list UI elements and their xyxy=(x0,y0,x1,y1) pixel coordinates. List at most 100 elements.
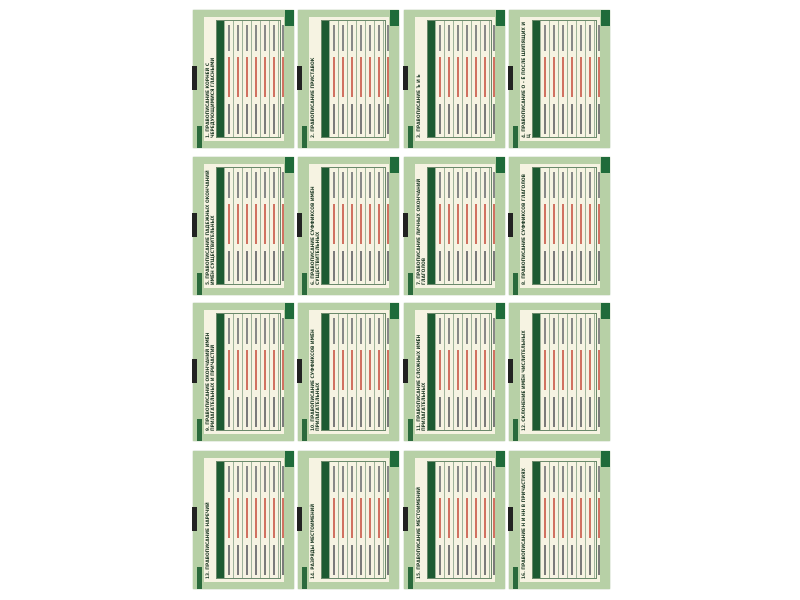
poster-card: 4. ПРАВОПИСАНИЕ О – Ё ПОСЛЕ ШИПЯЩИХ И Ц xyxy=(508,10,610,148)
table-row xyxy=(224,168,233,284)
poster-card: 7. ПРАВОПИСАНИЕ ЛИЧНЫХ ОКОНЧАНИЙ ГЛАГОЛО… xyxy=(403,157,505,295)
corner-tab xyxy=(496,451,505,467)
table-row xyxy=(453,21,462,137)
footer-label xyxy=(408,419,413,441)
table-row xyxy=(480,21,489,137)
table-row xyxy=(585,21,594,137)
edge-bar xyxy=(192,359,197,383)
table-row xyxy=(444,21,453,137)
table-row xyxy=(269,168,278,284)
poster-panel: 14. РАЗРЯДЫ МЕСТОИМЕНИЙ xyxy=(309,458,389,582)
poster-panel: 9. ПРАВОПИСАНИЕ ОКОНЧАНИЙ ИМЁН ПРИЛАГАТЕ… xyxy=(204,310,284,434)
table-row xyxy=(233,462,242,578)
poster-panel: 16. ПРАВОПИСАНИЕ Н И НН В ПРИЧАСТИЯХ xyxy=(520,458,600,582)
footer-label xyxy=(513,126,518,148)
poster-card: 6. ПРАВОПИСАНИЕ СУФФИКСОВ ИМЁН СУЩЕСТВИТ… xyxy=(297,157,399,295)
table-row xyxy=(489,21,495,137)
corner-tab xyxy=(390,303,399,319)
poster-card: 2. ПРАВОПИСАНИЕ ПРИСТАВОК xyxy=(297,10,399,148)
table-header xyxy=(217,462,224,578)
table-row xyxy=(251,314,260,430)
poster-panel: 15. ПРАВОПИСАНИЕ МЕСТОИМЕНИЙ xyxy=(415,458,495,582)
table-row xyxy=(242,168,251,284)
table-row xyxy=(594,314,600,430)
rule-table xyxy=(321,313,389,431)
footer-label xyxy=(408,273,413,295)
rule-table xyxy=(427,313,495,431)
edge-bar xyxy=(508,66,513,90)
edge-bar xyxy=(192,213,197,237)
edge-bar xyxy=(403,359,408,383)
table-row xyxy=(471,168,480,284)
rule-table xyxy=(532,167,600,285)
footer-label xyxy=(197,126,202,148)
corner-tab xyxy=(601,10,610,26)
table-row xyxy=(594,462,600,578)
table-row xyxy=(338,462,347,578)
table-row xyxy=(260,168,269,284)
table-row xyxy=(576,314,585,430)
table-row xyxy=(489,168,495,284)
table-header xyxy=(217,21,224,137)
corner-tab xyxy=(601,303,610,319)
corner-tab xyxy=(285,157,294,173)
table-row xyxy=(278,168,284,284)
table-row xyxy=(365,21,374,137)
poster-card: 5. ПРАВОПИСАНИЕ ПАДЕЖНЫХ ОКОНЧАНИЙ ИМЁН … xyxy=(192,157,294,295)
poster-card: 11. ПРАВОПИСАНИЕ СЛОЖНЫХ ИМЁН ПРИЛАГАТЕЛ… xyxy=(403,303,505,441)
table-header xyxy=(428,168,435,284)
table-row xyxy=(480,462,489,578)
table-row xyxy=(233,21,242,137)
rule-table xyxy=(532,461,600,579)
table-row xyxy=(242,21,251,137)
poster-panel: 2. ПРАВОПИСАНИЕ ПРИСТАВОК xyxy=(309,17,389,141)
footer-label xyxy=(408,126,413,148)
edge-bar xyxy=(297,507,302,531)
table-row xyxy=(558,462,567,578)
table-row xyxy=(540,314,549,430)
table-row xyxy=(549,462,558,578)
table-row xyxy=(585,462,594,578)
table-row xyxy=(338,314,347,430)
table-header xyxy=(428,21,435,137)
table-header xyxy=(217,168,224,284)
table-row xyxy=(338,168,347,284)
table-header xyxy=(428,462,435,578)
footer-label xyxy=(302,419,307,441)
poster-card: 13. ПРАВОПИСАНИЕ НАРЕЧИЙ xyxy=(192,451,294,589)
table-row xyxy=(365,314,374,430)
corner-tab xyxy=(601,451,610,467)
table-row xyxy=(549,168,558,284)
rule-table xyxy=(216,167,284,285)
footer-label xyxy=(197,567,202,589)
poster-card: 8. ПРАВОПИСАНИЕ СУФФИКСОВ ГЛАГОЛОВ xyxy=(508,157,610,295)
poster-panel: 7. ПРАВОПИСАНИЕ ЛИЧНЫХ ОКОНЧАНИЙ ГЛАГОЛО… xyxy=(415,164,495,288)
table-row xyxy=(329,314,338,430)
poster-card: 9. ПРАВОПИСАНИЕ ОКОНЧАНИЙ ИМЁН ПРИЛАГАТЕ… xyxy=(192,303,294,441)
table-row xyxy=(558,314,567,430)
rule-table xyxy=(321,461,389,579)
corner-tab xyxy=(285,10,294,26)
table-row xyxy=(260,462,269,578)
poster-panel: 8. ПРАВОПИСАНИЕ СУФФИКСОВ ГЛАГОЛОВ xyxy=(520,164,600,288)
edge-bar xyxy=(403,66,408,90)
table-row xyxy=(594,168,600,284)
table-row xyxy=(356,462,365,578)
table-row xyxy=(462,21,471,137)
table-row xyxy=(435,314,444,430)
table-row xyxy=(383,314,389,430)
table-row xyxy=(594,21,600,137)
table-row xyxy=(383,462,389,578)
table-row xyxy=(489,462,495,578)
table-header xyxy=(533,21,540,137)
table-row xyxy=(224,21,233,137)
table-row xyxy=(383,168,389,284)
rule-table xyxy=(216,20,284,138)
table-row xyxy=(260,21,269,137)
table-row xyxy=(224,314,233,430)
edge-bar xyxy=(297,213,302,237)
corner-tab xyxy=(285,303,294,319)
table-row xyxy=(567,314,576,430)
table-row xyxy=(347,314,356,430)
table-row xyxy=(462,314,471,430)
